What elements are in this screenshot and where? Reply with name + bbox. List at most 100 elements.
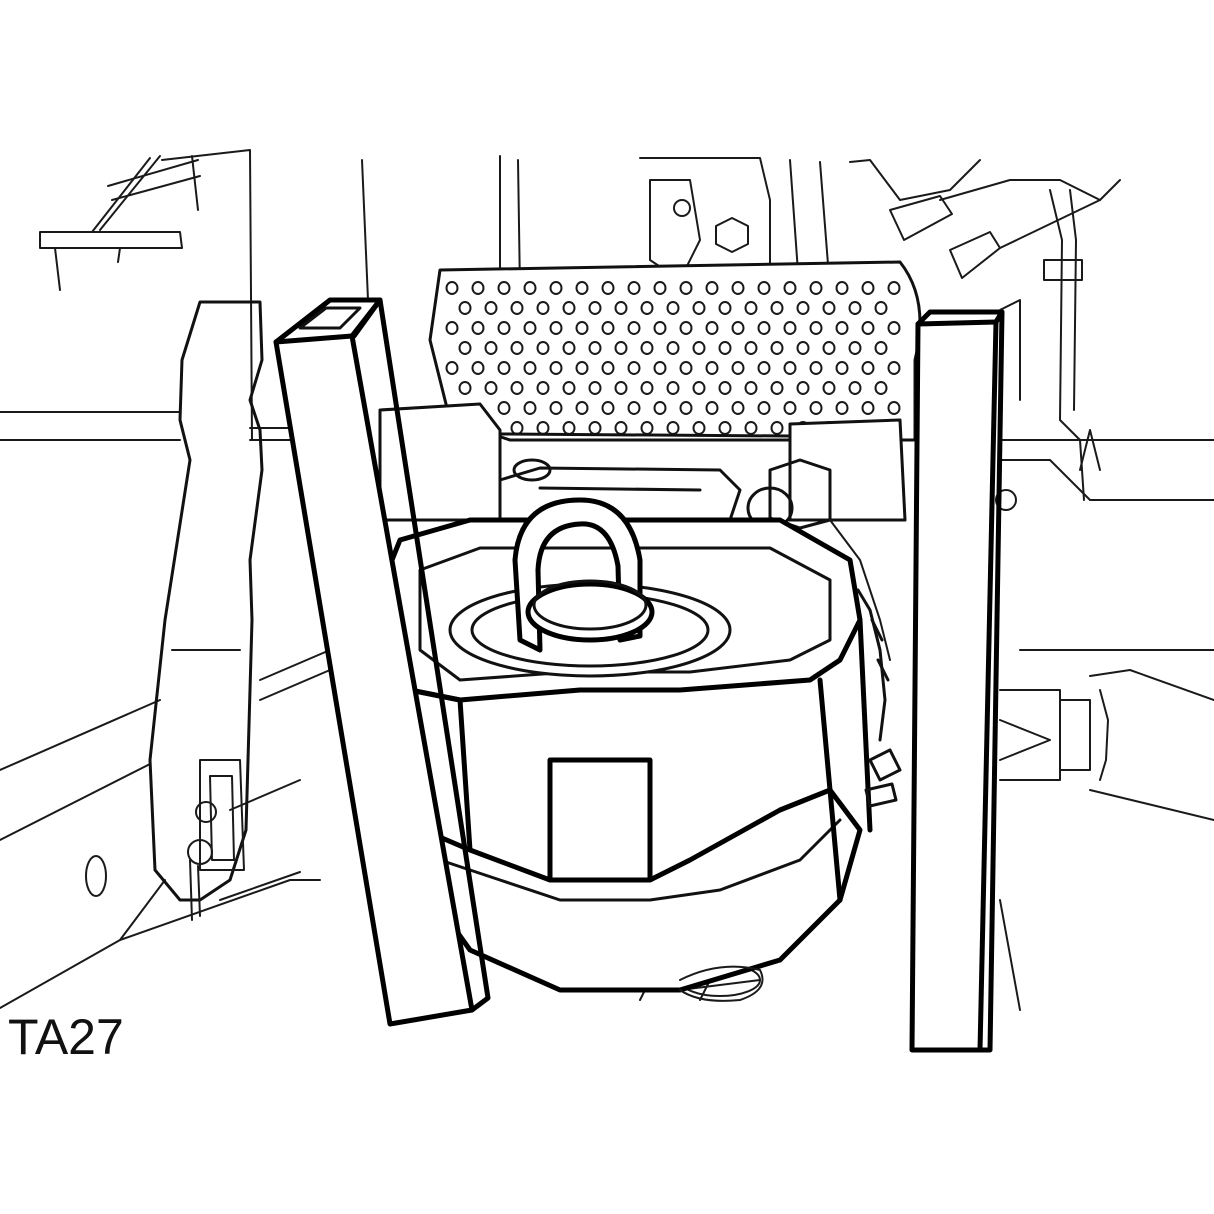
perforation-hole bbox=[705, 281, 719, 295]
perforation-hole bbox=[471, 321, 485, 335]
perforation-hole bbox=[471, 281, 485, 295]
perforation-hole bbox=[614, 341, 628, 355]
perforation-hole bbox=[679, 281, 693, 295]
tool-frame bbox=[273, 297, 1005, 1053]
perforation-hole bbox=[614, 301, 628, 315]
figure-label: TA27 bbox=[8, 1009, 124, 1065]
perforation-hole bbox=[705, 401, 719, 415]
perforation-hole bbox=[510, 341, 524, 355]
perforation-hole bbox=[549, 321, 563, 335]
perforation-hole bbox=[588, 301, 602, 315]
perforation-hole bbox=[848, 381, 862, 395]
perforation-hole bbox=[510, 381, 524, 395]
perforation-hole bbox=[497, 361, 511, 375]
perforation-hole bbox=[601, 401, 615, 415]
perforation-hole bbox=[887, 361, 901, 375]
perforation-hole bbox=[718, 341, 732, 355]
perforation-hole bbox=[484, 301, 498, 315]
perforation-hole bbox=[445, 281, 459, 295]
perforation-hole bbox=[718, 421, 732, 435]
perforation-hole bbox=[471, 361, 485, 375]
shield-perforations bbox=[445, 281, 901, 435]
perforation-hole bbox=[562, 381, 576, 395]
perforation-hole bbox=[627, 321, 641, 335]
perforation-hole bbox=[861, 401, 875, 415]
perforation-hole bbox=[757, 401, 771, 415]
perforation-hole bbox=[822, 381, 836, 395]
perforation-hole bbox=[809, 281, 823, 295]
perforation-hole bbox=[718, 381, 732, 395]
perforation-hole bbox=[835, 401, 849, 415]
perforation-hole bbox=[575, 321, 589, 335]
perforation-hole bbox=[874, 381, 888, 395]
perforation-hole bbox=[640, 341, 654, 355]
perforation-hole bbox=[601, 361, 615, 375]
perforation-hole bbox=[445, 321, 459, 335]
perforation-hole bbox=[588, 381, 602, 395]
perforation-hole bbox=[822, 341, 836, 355]
perforation-hole bbox=[523, 281, 537, 295]
perforation-hole bbox=[562, 341, 576, 355]
perforation-hole bbox=[458, 301, 472, 315]
perforation-hole bbox=[640, 381, 654, 395]
perforation-hole bbox=[653, 401, 667, 415]
perforation-hole bbox=[575, 281, 589, 295]
perforation-hole bbox=[588, 341, 602, 355]
perforation-hole bbox=[757, 281, 771, 295]
perforation-hole bbox=[549, 281, 563, 295]
perforation-hole bbox=[692, 341, 706, 355]
perforation-hole bbox=[835, 361, 849, 375]
perforation-hole bbox=[536, 341, 550, 355]
perforation-hole bbox=[835, 281, 849, 295]
perforation-hole bbox=[497, 401, 511, 415]
perforation-hole bbox=[887, 401, 901, 415]
perforation-hole bbox=[458, 341, 472, 355]
perforation-hole bbox=[536, 301, 550, 315]
perforation-hole bbox=[601, 321, 615, 335]
perforation-hole bbox=[874, 301, 888, 315]
perforation-hole bbox=[523, 401, 537, 415]
perforation-hole bbox=[809, 401, 823, 415]
perforation-hole bbox=[666, 301, 680, 315]
perforation-hole bbox=[887, 281, 901, 295]
perforation-hole bbox=[770, 421, 784, 435]
perforation-hole bbox=[783, 361, 797, 375]
perforation-hole bbox=[731, 281, 745, 295]
perforation-hole bbox=[874, 341, 888, 355]
perforation-hole bbox=[796, 341, 810, 355]
perforation-hole bbox=[692, 381, 706, 395]
perforation-hole bbox=[640, 301, 654, 315]
perforation-hole bbox=[536, 381, 550, 395]
perforation-hole bbox=[848, 341, 862, 355]
perforation-hole bbox=[796, 381, 810, 395]
perforation-hole bbox=[666, 381, 680, 395]
perforation-hole bbox=[705, 361, 719, 375]
background-structure bbox=[0, 149, 1214, 1011]
perforation-hole bbox=[770, 381, 784, 395]
perforation-hole bbox=[861, 281, 875, 295]
perforation-hole bbox=[614, 381, 628, 395]
perforation-hole bbox=[809, 321, 823, 335]
perforation-hole bbox=[809, 361, 823, 375]
perforation-hole bbox=[510, 301, 524, 315]
perforation-hole bbox=[575, 361, 589, 375]
perforation-hole bbox=[731, 361, 745, 375]
perforation-hole bbox=[549, 361, 563, 375]
perforation-hole bbox=[679, 401, 693, 415]
perforation-hole bbox=[848, 301, 862, 315]
perforation-hole bbox=[705, 321, 719, 335]
perforation-hole bbox=[484, 341, 498, 355]
perforation-hole bbox=[718, 301, 732, 315]
perforation-hole bbox=[887, 321, 901, 335]
perforation-hole bbox=[523, 361, 537, 375]
perforation-hole bbox=[770, 341, 784, 355]
perforation-hole bbox=[666, 341, 680, 355]
perforation-hole bbox=[744, 301, 758, 315]
perforation-hole bbox=[783, 401, 797, 415]
perforation-hole bbox=[562, 301, 576, 315]
perforation-hole bbox=[770, 301, 784, 315]
perforation-hole bbox=[692, 301, 706, 315]
perforation-hole bbox=[653, 321, 667, 335]
perforation-hole bbox=[497, 321, 511, 335]
